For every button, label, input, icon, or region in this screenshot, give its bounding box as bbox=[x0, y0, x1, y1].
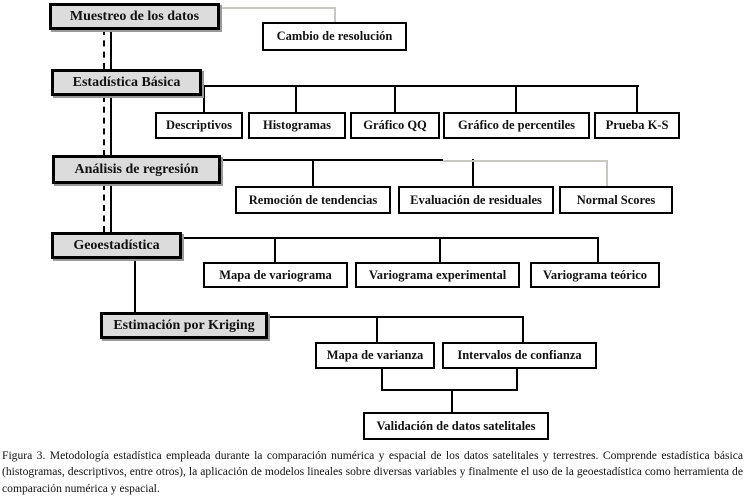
trunk-solid-segment-1 bbox=[110, 29, 112, 69]
node-variograma-experimental: Variograma experimental bbox=[355, 262, 520, 288]
drop-validacion bbox=[451, 389, 453, 412]
node-intervalos-de-confianza: Intervalos de confianza bbox=[442, 342, 597, 369]
connector-geoestadistica-kriging bbox=[134, 259, 136, 313]
drop-descriptivos bbox=[203, 85, 205, 112]
drop-mapa-variograma bbox=[274, 237, 276, 262]
node-geoestadistica: Geoestadística bbox=[51, 232, 182, 259]
trunk-dashed-segment-2 bbox=[103, 96, 105, 156]
drop-evaluacion-residuales bbox=[472, 159, 474, 186]
node-muestreo-de-los-datos: Muestreo de los datos bbox=[49, 3, 220, 30]
trunk-solid-segment-3 bbox=[110, 184, 112, 232]
node-prueba-ks: Prueba K-S bbox=[594, 112, 680, 139]
merge-bar-validacion bbox=[381, 389, 518, 391]
drop-prueba-ks bbox=[636, 85, 638, 112]
drop-histogramas bbox=[295, 85, 297, 112]
node-normal-scores: Normal Scores bbox=[559, 186, 673, 214]
trunk-solid-segment-2 bbox=[110, 96, 112, 156]
drop-normal-scores bbox=[606, 160, 608, 186]
node-descriptivos: Descriptivos bbox=[155, 112, 243, 139]
stub-mapa-varianza-down bbox=[381, 368, 383, 391]
node-grafico-qq: Gráfico QQ bbox=[350, 112, 440, 139]
drop-mapa-varianza bbox=[376, 316, 378, 342]
node-evaluacion-de-residuales: Evaluación de residuales bbox=[398, 186, 554, 214]
bus-analisis-regresion bbox=[221, 159, 443, 161]
trunk-dashed-segment-3 bbox=[103, 184, 105, 232]
stub-intervalos-down bbox=[516, 368, 518, 391]
connector-muestreo-cambio-h bbox=[219, 7, 336, 9]
drop-grafico-qq bbox=[394, 85, 396, 112]
node-histogramas: Histogramas bbox=[248, 112, 346, 139]
node-cambio-de-resolucion: Cambio de resolución bbox=[262, 22, 407, 51]
node-mapa-de-varianza: Mapa de varianza bbox=[315, 342, 435, 369]
node-remocion-de-tendencias: Remoción de tendencias bbox=[235, 186, 391, 214]
drop-variograma-experimental bbox=[439, 237, 441, 262]
bus-geoestadistica bbox=[182, 237, 599, 239]
bus-estadistica-basica bbox=[201, 85, 639, 87]
drop-remocion-tendencias bbox=[312, 159, 314, 186]
connector-muestreo-cambio-v bbox=[334, 7, 336, 23]
node-estimacion-por-kriging: Estimación por Kriging bbox=[100, 312, 268, 339]
node-estadistica-basica: Estadística Básica bbox=[51, 69, 202, 96]
figure-caption: Figura 3. Metodología estadística emplea… bbox=[2, 449, 743, 495]
node-variograma-teorico: Variograma teórico bbox=[530, 262, 660, 288]
drop-intervalos-confianza bbox=[522, 316, 524, 342]
node-mapa-de-variograma: Mapa de variograma bbox=[203, 262, 348, 288]
bus-analisis-regresion-faint bbox=[443, 160, 608, 162]
drop-variograma-teorico bbox=[597, 237, 599, 262]
drop-grafico-percentiles bbox=[515, 85, 517, 112]
bus-estimacion-kriging bbox=[268, 316, 524, 318]
trunk-dashed-segment-1 bbox=[103, 29, 105, 69]
node-grafico-de-percentiles: Gráfico de percentiles bbox=[443, 112, 590, 139]
node-validacion-de-datos-satelitales: Validación de datos satelitales bbox=[363, 412, 549, 440]
node-analisis-de-regresion: Análisis de regresión bbox=[52, 155, 221, 184]
